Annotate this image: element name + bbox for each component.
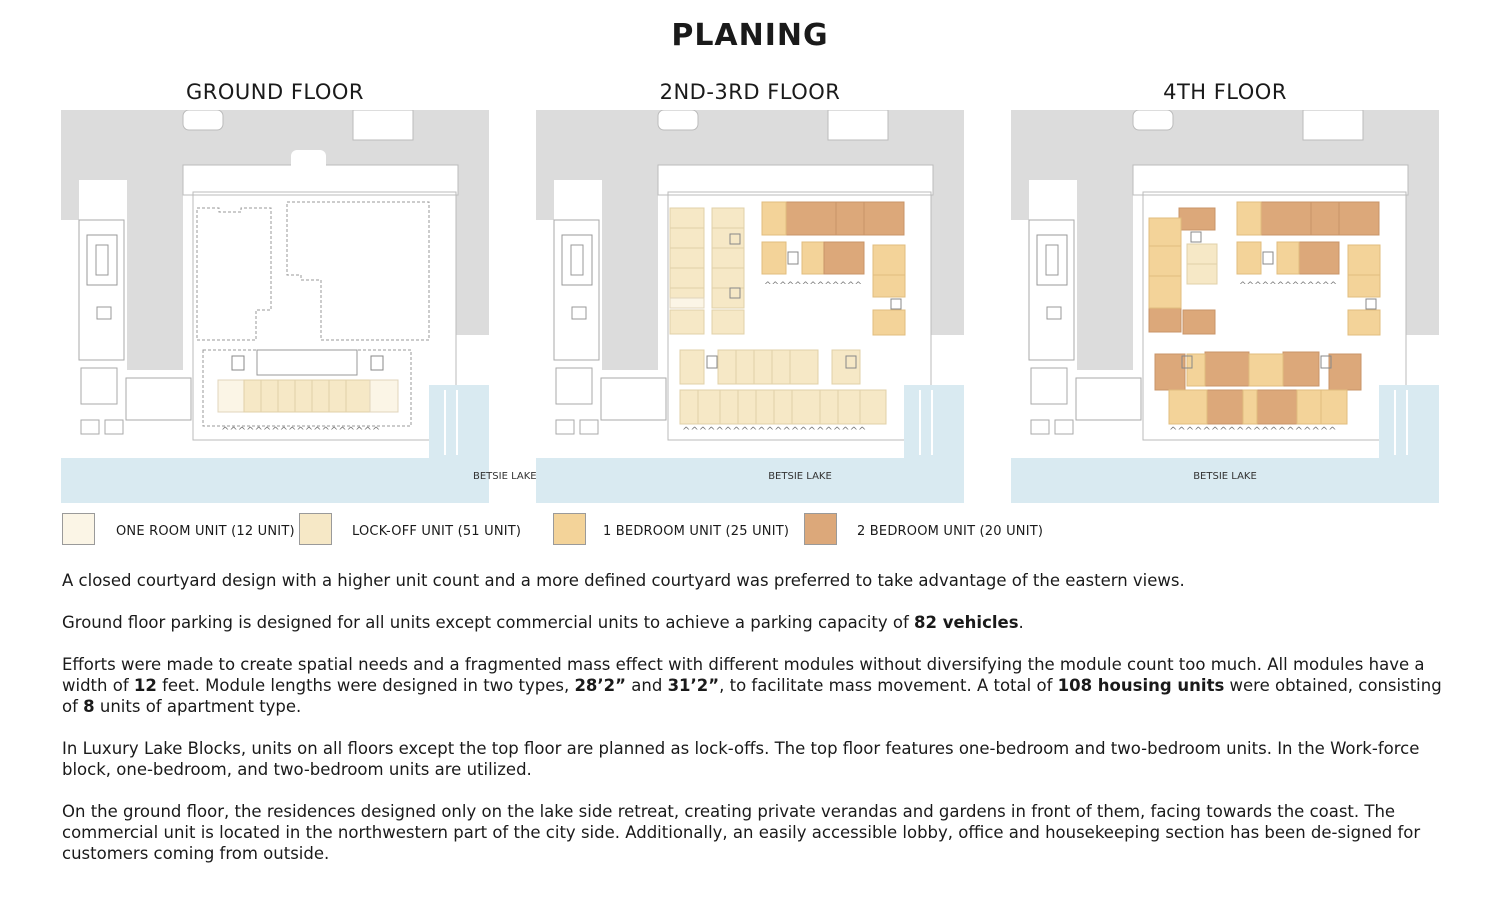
legend-swatch-lock-off <box>299 513 332 545</box>
housing-units-total: 108 housing units <box>1057 676 1225 695</box>
module-length-b: 31’2” <box>667 676 720 695</box>
ground-floor-plan: ^^^^^^^^^^^^^^^^^^^ BETSIE LAKE <box>61 110 537 503</box>
second-third-floor-plan-drawing: ^^^^^^^^^^^^^ ^^^^^^^^^^^^^^^^^^^^^^ <box>536 110 964 503</box>
paragraph-courtyard: A closed courtyard design with a higher … <box>62 571 1185 590</box>
legend-label-1-bedroom: 1 BEDROOM UNIT (25 UNIT) <box>603 524 790 539</box>
plan-label-2nd-3rd-floor: 2ND-3RD FLOOR <box>659 80 841 104</box>
legend-label-2-bedroom: 2 BEDROOM UNIT (20 UNIT) <box>857 524 1044 539</box>
module-width: 12 <box>133 676 157 695</box>
plan-label-ground-floor: GROUND FLOOR <box>186 80 364 104</box>
modules-text-a: Efforts were made to create spatial need… <box>62 655 1425 695</box>
fourth-floor-plan: ^^^^^^^^^^^^^ ^^^^^^^^^^^^^^^^^^^^ BETSI… <box>1011 110 1439 503</box>
modules-text-e: and <box>626 676 668 695</box>
paragraph-parking-text: Ground floor parking is designed for all… <box>62 613 915 632</box>
paragraph-ground-floor: On the ground floor, the residences desi… <box>62 802 1421 863</box>
paragraph-parking: Ground floor parking is designed for all… <box>62 612 1442 633</box>
modules-text-k: units of apartment type. <box>94 697 302 716</box>
second-third-floor-plan: ^^^^^^^^^^^^^ ^^^^^^^^^^^^^^^^^^^^^^ BET… <box>536 110 964 503</box>
parking-capacity: 82 vehicles <box>914 613 1019 632</box>
paragraph-parking-end: . <box>1018 613 1024 632</box>
svg-text:^^^^^^^^^^^^^: ^^^^^^^^^^^^^ <box>1239 281 1337 291</box>
fourth-floor-plan-drawing: ^^^^^^^^^^^^^ ^^^^^^^^^^^^^^^^^^^^ <box>1011 110 1439 503</box>
module-length-a: 28’2” <box>574 676 627 695</box>
ground-floor-plan-drawing: ^^^^^^^^^^^^^^^^^^^ <box>61 110 489 503</box>
plan-label-4th-floor: 4TH FLOOR <box>1163 80 1287 104</box>
page-title: PLANING <box>671 18 829 53</box>
paragraph-lock-offs: In Luxury Lake Blocks, units on all floo… <box>62 739 1420 779</box>
legend-label-lock-off: LOCK-OFF UNIT (51 UNIT) <box>352 524 522 539</box>
lake-label: BETSIE LAKE <box>1193 471 1257 482</box>
street-east <box>456 110 489 335</box>
legend-swatch-1-bedroom <box>553 513 586 545</box>
lake <box>61 458 489 503</box>
paragraph-modules: Efforts were made to create spatial need… <box>62 654 1442 717</box>
legend-swatch-2-bedroom <box>804 513 837 545</box>
lake-label: BETSIE LAKE <box>768 471 832 482</box>
modules-text-g: , to facilitate mass movement. A total o… <box>719 676 1058 695</box>
svg-text:^^^^^^^^^^^^^: ^^^^^^^^^^^^^ <box>764 281 862 291</box>
street-west <box>127 180 183 370</box>
svg-text:^^^^^^^^^^^^^^^^^^^^: ^^^^^^^^^^^^^^^^^^^^ <box>1169 426 1337 437</box>
legend-label-one-room: ONE ROOM UNIT (12 UNIT) <box>116 524 295 539</box>
legend-swatch-one-room <box>62 513 95 545</box>
modules-text-c: feet. Module lengths were designed in tw… <box>156 676 575 695</box>
lake-label: BETSIE LAKE <box>473 471 537 482</box>
apartment-units: 8 <box>83 697 95 716</box>
modules-text-i: were obtained, consisting of <box>62 676 1442 716</box>
svg-text:^^^^^^^^^^^^^^^^^^^^^^: ^^^^^^^^^^^^^^^^^^^^^^ <box>682 426 866 437</box>
svg-text:^^^^^^^^^^^^^^^^^^^: ^^^^^^^^^^^^^^^^^^^ <box>221 426 380 437</box>
